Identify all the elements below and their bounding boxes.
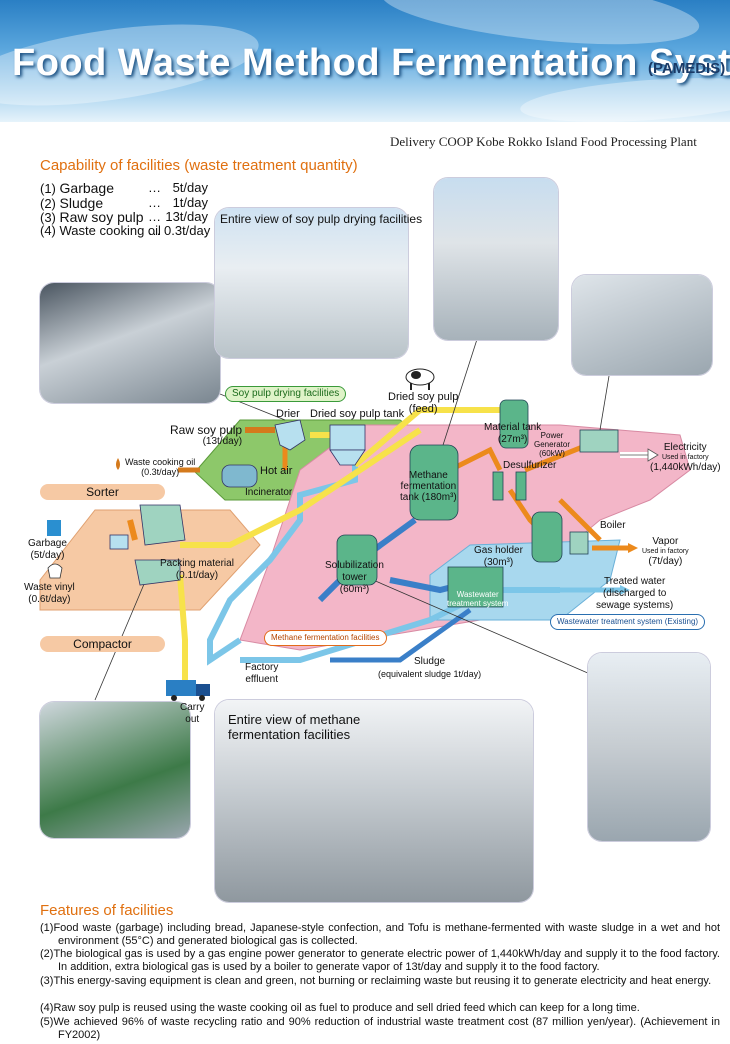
plant-name: Delivery COOP Kobe Rokko Island Food Pro… — [390, 134, 697, 149]
methane-photo-caption: Entire view of methane fermentation faci… — [228, 712, 361, 742]
sludge-label: Sludge(equivalent sludge 1t/day) — [378, 656, 482, 679]
capability-item: (3) Raw soy pulp … 13t/day — [40, 209, 208, 225]
gas-holder-icon — [531, 511, 563, 563]
drier-icon — [274, 419, 306, 451]
solubilization-photo — [588, 653, 710, 841]
hot-air-label: Hot air — [260, 465, 293, 477]
feed-pipe — [353, 407, 500, 468]
feature-item: (3)This energy-saving equipment is clean… — [40, 975, 712, 987]
desulfurizer-label: Desulfurizer — [503, 460, 557, 471]
feature-item: (2)The biological gas is used by a gas e… — [40, 948, 720, 973]
gas-pipe-1 — [448, 446, 503, 473]
vinyl-bag-icon — [47, 563, 63, 579]
page-title: Food Waste Method Fermentation Systems — [12, 42, 730, 84]
cart-icon — [109, 534, 129, 550]
compactor-to-truck-pipe — [177, 574, 188, 690]
power-generator-icon — [579, 429, 619, 453]
dried-tank-label: Dried soy pulp tank — [310, 408, 405, 420]
compactor-photo — [40, 702, 190, 838]
capability-item: (2) Sludge … 1t/day — [40, 195, 208, 211]
boiler-icon — [569, 531, 589, 555]
sorter-label: Sorter — [40, 484, 165, 500]
waste-vinyl-label: Waste vinyl(0.6t/day) — [24, 582, 75, 605]
soy-photo-caption: Entire view of soy pulp drying facilitie… — [220, 212, 423, 226]
capability-heading: Capability of facilities (waste treatmen… — [40, 157, 358, 174]
raw-soy-label: Raw soy pulp(13t/day) — [170, 423, 243, 447]
sorter-photo — [40, 283, 220, 403]
header-banner: Food Waste Method Fermentation Systems (… — [0, 0, 730, 122]
methane-facilities-label: Methane fermentation facilities — [264, 630, 387, 646]
soy-drying-zone-label: Soy pulp drying facilities — [225, 386, 347, 402]
waste-oil-label: Waste cooking oil(0.3t/day) — [125, 457, 196, 477]
cow-icon — [405, 368, 435, 390]
sorter-icon — [139, 504, 186, 546]
compactor-label: Compactor — [40, 636, 165, 652]
dried-soy-tank-icon — [329, 424, 366, 466]
desulfurizer-icon — [492, 471, 527, 501]
wastewater-unit-icon — [447, 566, 504, 608]
sorter-to-tank-pipe — [180, 427, 422, 548]
gas-to-boiler-pipe — [558, 498, 602, 542]
soy-pulp-photo — [215, 208, 408, 358]
truck-icon — [166, 680, 210, 701]
packing-material-label: Packing material(0.1t/day) — [160, 558, 234, 581]
capability-item: (4) Waste cooking oil … 0.3t/day — [40, 223, 211, 238]
feature-item: (1)Food waste (garbage) including bread,… — [40, 922, 720, 947]
compactor-icon — [134, 559, 181, 586]
incinerator-icon — [221, 464, 258, 488]
effluent-pipe — [207, 460, 358, 666]
feature-item: (5)We achieved 96% of waste recycling ra… — [40, 1016, 720, 1041]
methane-facilities-photo — [215, 700, 533, 902]
methane-tank-icon — [409, 444, 459, 521]
wastewater-existing-label: Wastewater treatment system (Existing) — [550, 614, 706, 630]
garbage-bin-icon — [47, 520, 61, 536]
drier-label: Drier — [276, 408, 300, 420]
feature-item: (4)Raw soy pulp is reused using the wast… — [40, 1002, 640, 1014]
capability-item: (1) Garbage … 5t/day — [40, 180, 208, 196]
oil-drop-icon — [116, 458, 120, 470]
boiler-label: Boiler — [600, 520, 626, 531]
features-heading: Features of facilities — [40, 902, 174, 919]
page-subtitle: (PAMEDIS) — [648, 60, 726, 77]
material-tank-label: Material tank(27m³) — [484, 422, 542, 445]
incinerator-label: Incinerator — [245, 487, 293, 498]
sludge-return-pipe — [330, 607, 472, 663]
garbage-label: Garbage(5t/day) — [28, 538, 67, 561]
methane-tank-photo — [434, 178, 558, 340]
dried-feed-label: Dried soy pulp(feed) — [388, 391, 459, 415]
generator-photo — [572, 275, 712, 375]
sorter-chute — [127, 519, 138, 541]
solubilization-tower-icon — [336, 534, 378, 586]
gas-holder-label: Gas holder(30m³) — [474, 545, 523, 568]
material-tank-icon — [499, 399, 529, 449]
